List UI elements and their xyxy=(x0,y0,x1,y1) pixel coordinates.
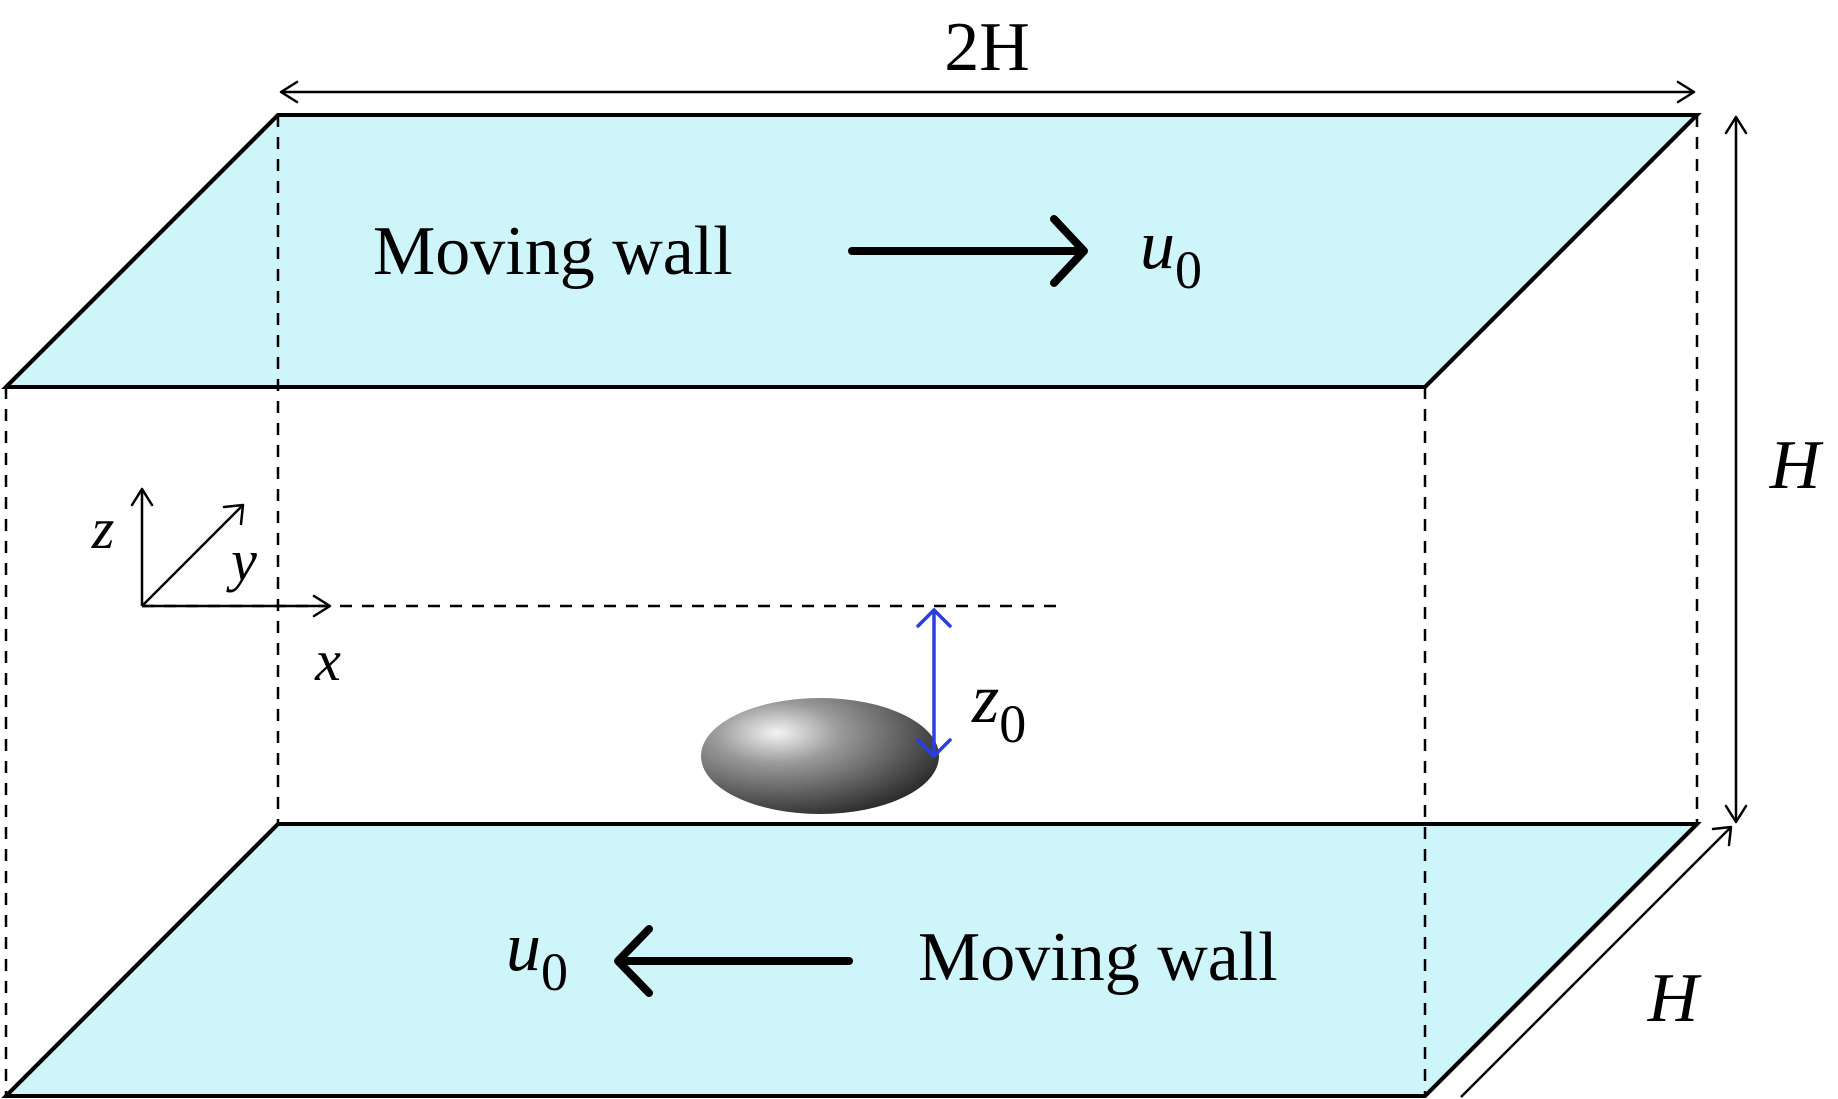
coordinate-axes: x z y xyxy=(91,487,341,693)
particle-offset-label: z0 xyxy=(971,661,1026,754)
bottom-wall-annotation: u0 Moving wall xyxy=(506,909,1278,1002)
height-label: H xyxy=(1769,427,1824,504)
x-axis-label: x xyxy=(314,628,341,693)
particle xyxy=(701,698,939,814)
y-axis-label: y xyxy=(226,528,257,593)
depth-label: H xyxy=(1647,960,1702,1037)
z-axis-label: z xyxy=(91,496,115,561)
length-label: 2H xyxy=(944,9,1030,86)
bottom-wall-label: Moving wall xyxy=(918,919,1278,996)
top-wall-label: Moving wall xyxy=(373,213,733,290)
bottom-wall-velocity: u0 xyxy=(506,909,568,1002)
height-dimension: H xyxy=(1724,115,1824,824)
top-wall-velocity: u0 xyxy=(1140,207,1202,300)
depth-dimension: H xyxy=(1460,825,1733,1098)
hidden-edges xyxy=(4,115,1699,1096)
particle-offset-arrow: z0 xyxy=(916,608,1026,758)
length-dimension: 2H xyxy=(279,9,1696,104)
top-wall-annotation: Moving wall u0 xyxy=(373,207,1202,300)
